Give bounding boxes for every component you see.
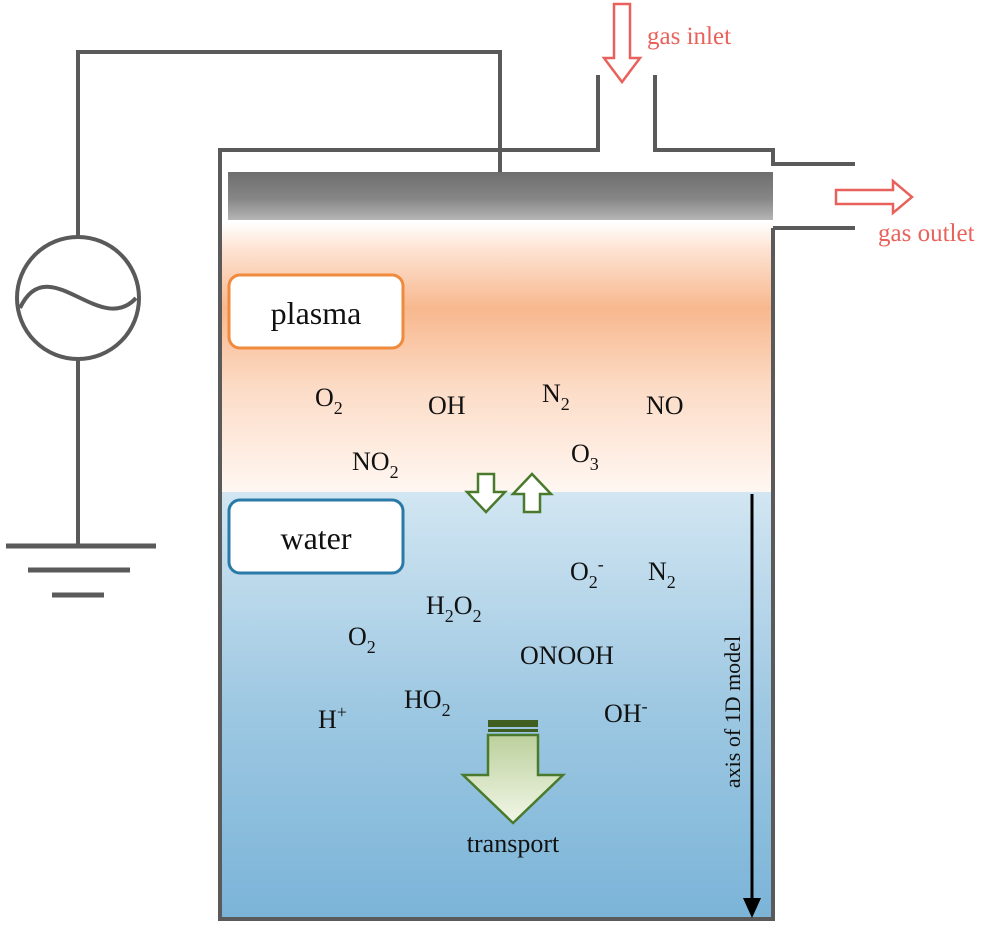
species-h-plus: H+ <box>318 702 347 734</box>
flux-up-arrow <box>510 472 554 514</box>
species-o2-minus: O2- <box>570 554 604 592</box>
gas-outlet-label: gas outlet <box>878 220 975 247</box>
plasma-species: O2 OH N2 NO NO2 O3 <box>315 379 684 482</box>
water-label: water <box>280 520 351 556</box>
species-o2-water: O2 <box>348 622 376 657</box>
plasma-box <box>227 273 405 350</box>
gas-inlet-label: gas inlet <box>647 23 731 50</box>
ground-icon <box>6 543 156 598</box>
flux-down-arrow <box>464 472 508 514</box>
axis-arrow <box>743 494 761 918</box>
species-no2: NO2 <box>352 447 399 482</box>
plasma-label: plasma <box>271 295 362 331</box>
ac-source-icon <box>15 235 141 361</box>
water-species: O2- N2 H2O2 O2 ONOOH H+ HO2 OH- <box>318 554 676 734</box>
axis-label: axis of 1D model <box>720 636 745 788</box>
electrode <box>228 172 773 220</box>
gas-outlet-arrow <box>834 178 914 216</box>
reactor-walls <box>218 75 855 921</box>
species-oh: OH <box>428 391 466 420</box>
species-o2: O2 <box>315 383 343 418</box>
species-n2: N2 <box>542 379 570 414</box>
species-ho2: HO2 <box>404 685 451 720</box>
species-oh-minus: OH- <box>604 696 648 728</box>
gas-inlet-arrow <box>601 2 643 85</box>
species-o3: O3 <box>571 439 599 474</box>
species-n2-water: N2 <box>648 557 676 592</box>
plasma-region <box>220 222 773 492</box>
species-h2o2: H2O2 <box>426 591 482 626</box>
transport-label: transport <box>467 829 560 858</box>
circuit-wiring <box>76 50 502 546</box>
transport-arrow <box>459 720 567 825</box>
water-box <box>227 498 405 575</box>
species-no: NO <box>646 391 684 420</box>
species-onooh: ONOOH <box>520 641 614 670</box>
